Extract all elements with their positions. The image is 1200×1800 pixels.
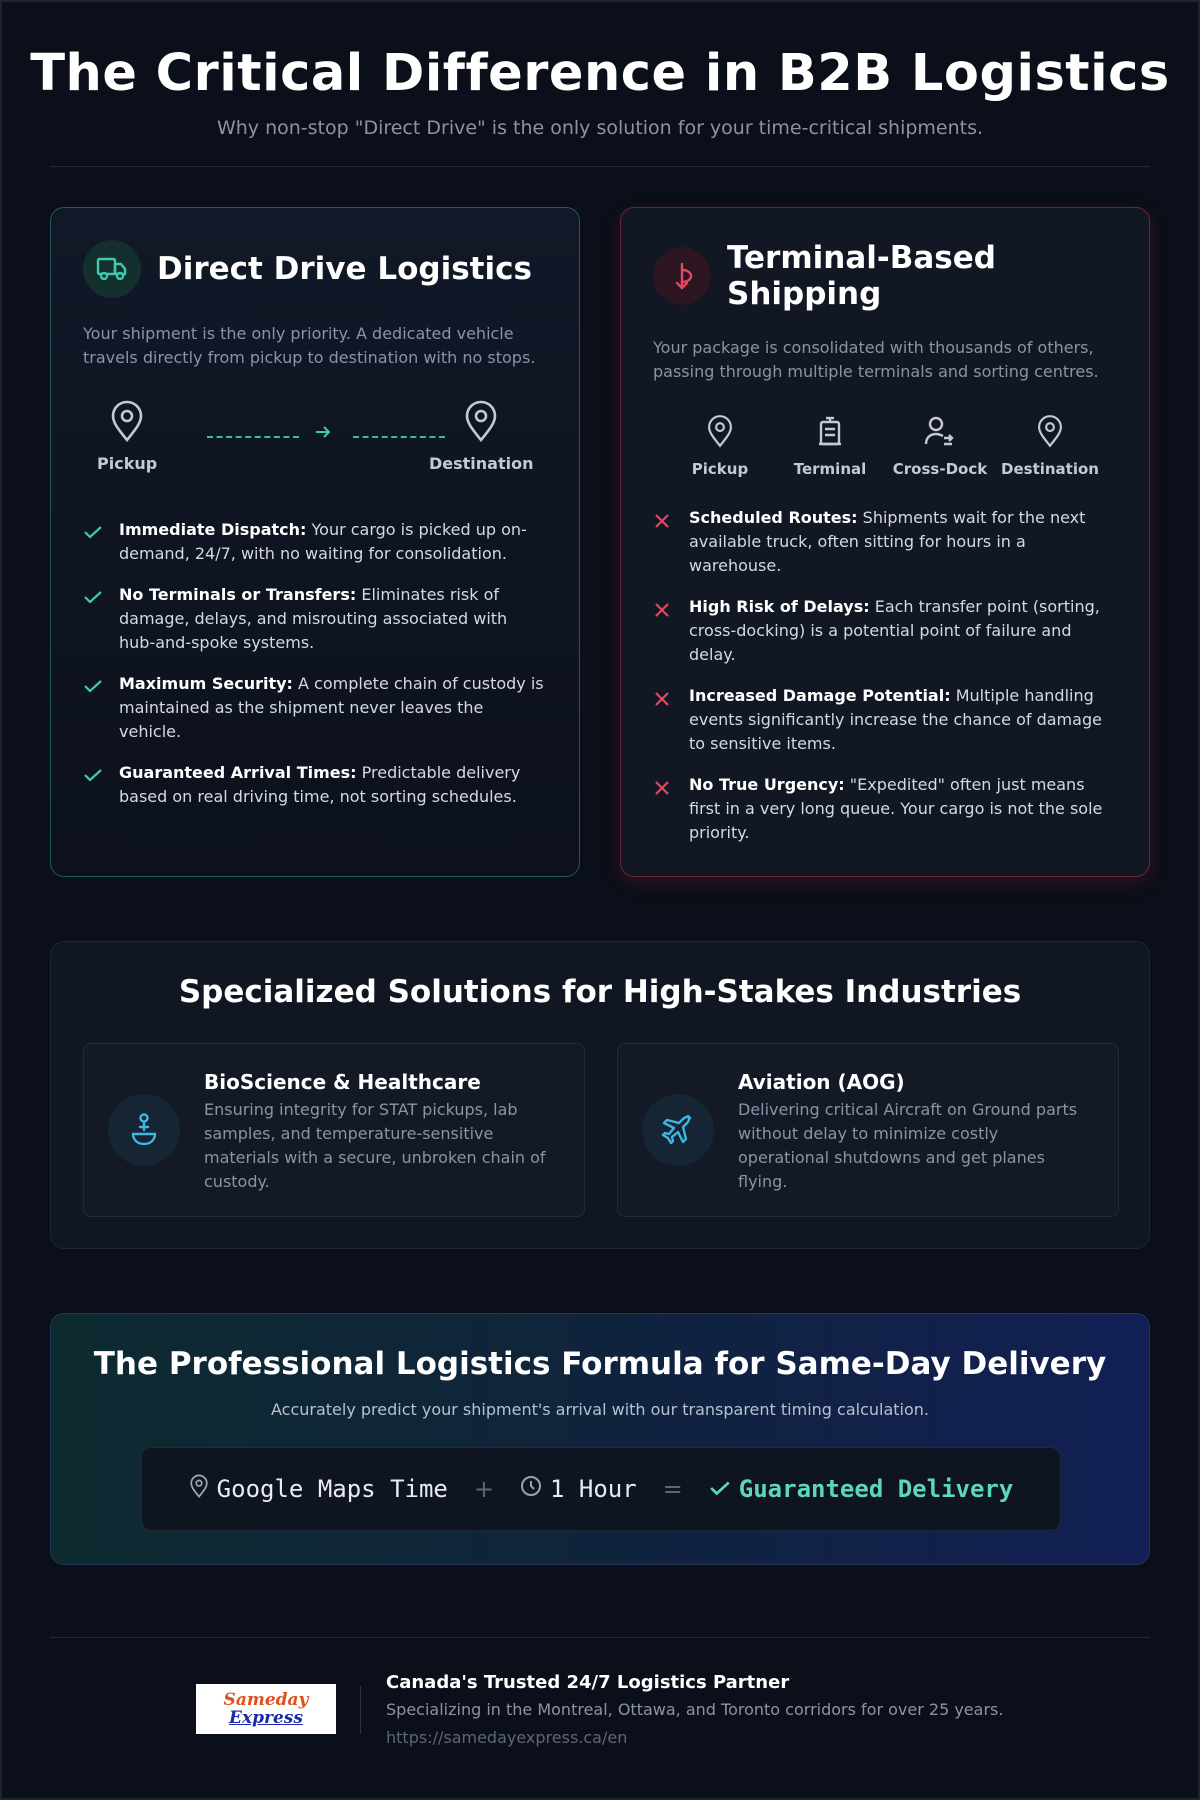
formula-equation: Google Maps Time + 1 Hour = Guaranteed D… (141, 1447, 1061, 1531)
map-pin-icon (109, 400, 145, 446)
route-destination: Destination (995, 414, 1105, 478)
route-split-icon (653, 247, 711, 305)
direct-drive-card: Direct Drive Logistics Your shipment is … (50, 207, 580, 877)
direct-drive-description: Your shipment is the only priority. A de… (83, 324, 536, 367)
route-dash-right (353, 436, 445, 438)
route-pickup: Pickup (665, 414, 775, 478)
check-icon (83, 518, 105, 566)
formula-term-hour: 1 Hour (520, 1475, 637, 1503)
list-item: No Terminals or Transfers: Eliminates ri… (83, 583, 547, 655)
formula-title: The Professional Logistics Formula for S… (93, 1346, 1107, 1382)
industry-card-aviation: Aviation (AOG) Delivering critical Aircr… (617, 1043, 1119, 1217)
formula-result: Guaranteed Delivery (709, 1475, 1013, 1503)
page-title: The Critical Difference in B2B Logistics (30, 44, 1170, 103)
check-icon (83, 761, 105, 809)
route-cross-dock: Cross-Dock (885, 414, 995, 478)
list-item: Increased Damage Potential: Multiple han… (653, 684, 1117, 756)
route-destination: Destination (429, 400, 534, 473)
x-icon (653, 684, 675, 756)
company-logo[interactable]: Sameday Express (196, 1684, 336, 1734)
route-dash-left (207, 436, 299, 438)
plane-icon (642, 1094, 714, 1166)
terminal-route: Pickup Terminal Cross-Dock (653, 414, 1117, 478)
industries-section: Specialized Solutions for High-Stakes In… (50, 941, 1150, 1249)
warehouse-icon (816, 414, 844, 452)
footer-website-link[interactable]: https://samedayexpress.ca/en (386, 1728, 628, 1747)
direct-drive-title: Direct Drive Logistics (157, 251, 532, 287)
map-pin-icon (463, 400, 499, 446)
list-item: No True Urgency: "Expedited" often just … (653, 773, 1117, 845)
terminal-shipping-description: Your package is consolidated with thousa… (653, 338, 1099, 381)
footer-separator (360, 1686, 361, 1734)
list-item: Immediate Dispatch: Your cargo is picked… (83, 518, 547, 566)
microscope-icon (108, 1094, 180, 1166)
header-divider (50, 166, 1150, 167)
x-icon (653, 773, 675, 845)
check-icon (709, 1475, 731, 1503)
industry-card-bioscience: BioScience & Healthcare Ensuring integri… (83, 1043, 585, 1217)
check-icon (83, 583, 105, 655)
list-item: High Risk of Delays: Each transfer point… (653, 595, 1117, 667)
page-header: The Critical Difference in B2B Logistics… (0, 0, 1200, 139)
truck-icon (83, 240, 141, 298)
direct-benefits-list: Immediate Dispatch: Your cargo is picked… (83, 518, 547, 809)
footer-divider (50, 1637, 1150, 1638)
map-pin-icon (706, 414, 734, 452)
formula-subtitle: Accurately predict your shipment's arriv… (270, 1400, 929, 1419)
map-pin-icon (1036, 414, 1064, 452)
industries-title: Specialized Solutions for High-Stakes In… (178, 974, 1022, 1010)
clock-icon (520, 1475, 542, 1503)
route-terminal: Terminal (775, 414, 885, 478)
formula-term-maps: Google Maps Time (189, 1474, 448, 1504)
user-transfer-icon (924, 414, 956, 452)
terminal-drawbacks-list: Scheduled Routes: Shipments wait for the… (653, 506, 1117, 845)
x-icon (653, 595, 675, 667)
page-subtitle: Why non-stop "Direct Drive" is the only … (216, 117, 984, 139)
footer: Sameday Express Canada's Trusted 24/7 Lo… (196, 1660, 1096, 1770)
formula-section: The Professional Logistics Formula for S… (50, 1313, 1150, 1565)
check-icon (83, 672, 105, 744)
list-item: Scheduled Routes: Shipments wait for the… (653, 506, 1117, 578)
x-icon (653, 506, 675, 578)
footer-title: Canada's Trusted 24/7 Logistics Partner (386, 1672, 790, 1693)
plus-sign: + (473, 1475, 494, 1503)
map-pin-icon (189, 1474, 209, 1504)
list-item: Guaranteed Arrival Times: Predictable de… (83, 761, 547, 809)
list-item: Maximum Security: A complete chain of cu… (83, 672, 547, 744)
footer-subtitle: Specializing in the Montreal, Ottawa, an… (386, 1700, 1004, 1719)
arrow-right-icon (313, 422, 333, 446)
route-pickup: Pickup (97, 400, 157, 473)
direct-route: Pickup Destination (83, 400, 547, 490)
equals-sign: = (662, 1475, 683, 1503)
